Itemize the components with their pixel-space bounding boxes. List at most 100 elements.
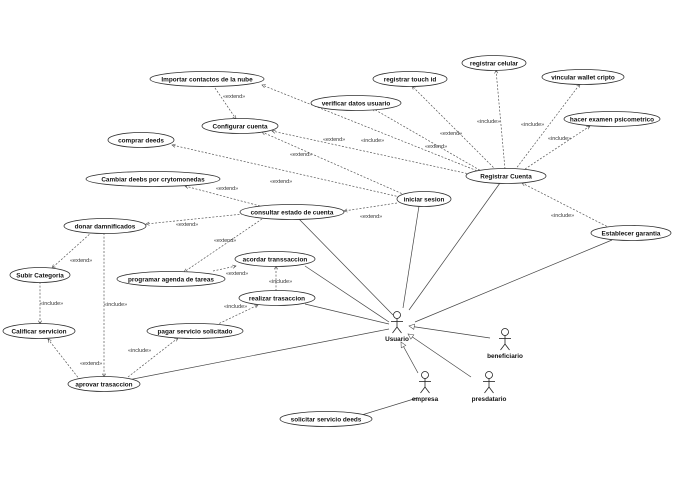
- svg-text:Usuario: Usuario: [385, 336, 409, 343]
- label-include-wallet: «include»: [521, 122, 544, 128]
- label-include-aprovar: «include»: [104, 302, 127, 308]
- associations: [127, 182, 613, 419]
- svg-text:aprovar trasaccion: aprovar trasaccion: [75, 382, 132, 389]
- use-case-pagar-servicio[interactable]: pagar servicio solicitado: [146, 323, 244, 339]
- use-case-programar-agenda[interactable]: programar agenda de tareas: [116, 271, 226, 287]
- dep-programar-acordar: [212, 266, 236, 272]
- use-case-realizar-transaccion[interactable]: realizar trasaccion: [238, 290, 316, 306]
- gen-presdatario-usuario: [408, 334, 472, 378]
- svg-text:registrar touch id: registrar touch id: [384, 77, 437, 84]
- svg-text:realizar trasaccion: realizar trasaccion: [249, 296, 305, 303]
- dep-registrar-verificar: [372, 108, 484, 173]
- actors: Usuario beneficiario empresa: [385, 311, 523, 404]
- dep-registrar-examen: [521, 126, 590, 172]
- svg-text:vincular wallet cripto: vincular wallet cripto: [551, 75, 615, 82]
- label-extend-programar-1: «extend»: [214, 238, 236, 244]
- svg-text:Configurar cuenta: Configurar cuenta: [212, 124, 267, 131]
- dep-iniciar-consultar: [344, 202, 398, 211]
- dep-registrar-importar: [262, 85, 481, 173]
- label-extend-iniciar-configurar: «extend»: [290, 152, 312, 158]
- edge-labels: «extend» «extend» «include» «extend» «ex…: [40, 94, 574, 367]
- label-extend-importar-configurar: «extend»: [223, 94, 245, 100]
- label-include-pagar-realizar: «include»: [224, 304, 247, 310]
- svg-text:acordar transsaccion: acordar transsaccion: [243, 257, 308, 264]
- dep-establecer-registrar: [522, 182, 611, 229]
- svg-text:Registrar Cuenta: Registrar Cuenta: [480, 174, 532, 181]
- use-case-importar-contactos[interactable]: Importar contactos de la nube: [149, 71, 265, 87]
- stick-figure-icon: [483, 371, 495, 394]
- gen-beneficiario-usuario: [409, 326, 491, 339]
- dep-pagar-realizar: [215, 305, 258, 326]
- svg-text:comprar deeds: comprar deeds: [118, 138, 164, 145]
- use-case-verificar-datos[interactable]: verificar datos usuario: [310, 95, 402, 111]
- use-case-examen-psicometrico[interactable]: hacer examen psicometrico: [563, 111, 661, 127]
- use-cases: Importar contactos de la nube registrar …: [2, 55, 672, 427]
- svg-text:hacer examen psicometrico: hacer examen psicometrico: [570, 117, 654, 124]
- use-case-vincular-wallet[interactable]: vincular wallet cripto: [541, 69, 625, 85]
- svg-text:programar agenda de tareas: programar agenda de tareas: [128, 277, 214, 284]
- svg-text:Subir Categoria: Subir Categoria: [16, 273, 64, 280]
- svg-text:empresa: empresa: [412, 396, 439, 403]
- use-case-registrar-touch-id[interactable]: registrar touch id: [372, 71, 448, 87]
- dep-donar-subir: [52, 231, 93, 268]
- svg-text:Cambiar deebs por crytomonedas: Cambiar deebs por crytomonedas: [101, 177, 205, 184]
- use-case-registrar-cuenta[interactable]: Registrar Cuenta: [465, 168, 547, 184]
- use-case-establecer-garantia[interactable]: Establecer garantia: [590, 225, 672, 241]
- use-case-donar-damnificados[interactable]: donar damnificados: [63, 218, 147, 234]
- label-include-celular: «include»: [477, 119, 500, 125]
- svg-text:iniciar sesion: iniciar sesion: [404, 197, 445, 204]
- svg-text:Calificar servicion: Calificar servicion: [11, 329, 66, 336]
- label-include-verificar: «include»: [361, 138, 384, 144]
- svg-text:registrar celular: registrar celular: [470, 61, 519, 68]
- actor-presdatario[interactable]: presdatario: [472, 371, 507, 404]
- assoc-usuario-iniciar-sesion: [402, 205, 420, 309]
- use-case-consultar-estado[interactable]: consultar estado de cuenta: [239, 204, 345, 220]
- label-include-examen: «include»: [548, 136, 571, 142]
- label-extend-programar-2: «extend»: [226, 271, 248, 277]
- use-case-cambiar-deebs[interactable]: Cambiar deebs por crytomonedas: [85, 171, 221, 187]
- svg-text:donar damnificados: donar damnificados: [75, 224, 136, 231]
- use-case-comprar-deeds[interactable]: comprar deeds: [107, 132, 175, 148]
- use-case-registrar-celular[interactable]: registrar celular: [461, 55, 527, 71]
- use-case-solicitar-servicio[interactable]: solicitar servicio deeds: [279, 411, 373, 427]
- label-include-establecer: «include»: [551, 213, 574, 219]
- label-extend-donar: «extend»: [176, 222, 198, 228]
- dep-registrar-touch: [412, 86, 497, 171]
- label-extend-subir: «extend»: [70, 258, 92, 264]
- label-extend-touch: «extend»: [440, 131, 462, 137]
- dep-consultar-programar: [184, 218, 263, 272]
- svg-text:solicitar servicio deeds: solicitar servicio deeds: [291, 417, 362, 424]
- stick-figure-icon: [391, 311, 403, 334]
- dep-importar-configurar: [212, 84, 236, 119]
- assoc-usuario-acordar: [304, 265, 390, 323]
- gen-empresa-usuario: [400, 342, 419, 374]
- assoc-usuario-consultar-estado: [297, 217, 394, 316]
- dep-iniciar-configurar: [262, 132, 406, 196]
- label-extend-aprovar-calificar: «extend»: [80, 361, 102, 367]
- svg-text:Importar contactos de la nube: Importar contactos de la nube: [161, 77, 253, 84]
- use-case-iniciar-sesion[interactable]: iniciar sesion: [396, 191, 452, 207]
- dep-aprovar-calificar: [48, 339, 81, 381]
- label-extend-importar: «extend»: [425, 144, 447, 150]
- generalizations: [400, 326, 491, 378]
- svg-text:Establecer garantia: Establecer garantia: [602, 231, 661, 238]
- stick-figure-icon: [419, 371, 431, 394]
- dependencies: [40, 70, 611, 381]
- svg-text:consultar estado de cuenta: consultar estado de cuenta: [251, 210, 334, 217]
- dep-consultar-donar: [146, 213, 244, 224]
- assoc-usuario-realizar: [304, 303, 390, 325]
- dep-iniciar-comprar: [172, 145, 401, 198]
- use-case-configurar-cuenta[interactable]: Configurar cuenta: [201, 118, 279, 134]
- label-extend-cambiar: «extend»: [216, 186, 238, 192]
- label-extend-configurar: «extend»: [323, 137, 345, 143]
- use-case-calificar-servicion[interactable]: Calificar servicion: [2, 323, 76, 339]
- actor-beneficiario[interactable]: beneficiario: [487, 328, 523, 361]
- assoc-usuario-aprovar: [127, 328, 390, 381]
- use-case-aprovar-transaccion[interactable]: aprovar trasaccion: [67, 376, 141, 392]
- label-extend-iniciar-consultar: «extend»: [360, 214, 382, 220]
- actor-usuario[interactable]: Usuario: [385, 311, 409, 344]
- use-case-subir-categoria[interactable]: Subir Categoria: [9, 267, 71, 283]
- use-case-acordar-transaccion[interactable]: acordar transsaccion: [234, 251, 316, 267]
- actor-empresa[interactable]: empresa: [412, 371, 439, 404]
